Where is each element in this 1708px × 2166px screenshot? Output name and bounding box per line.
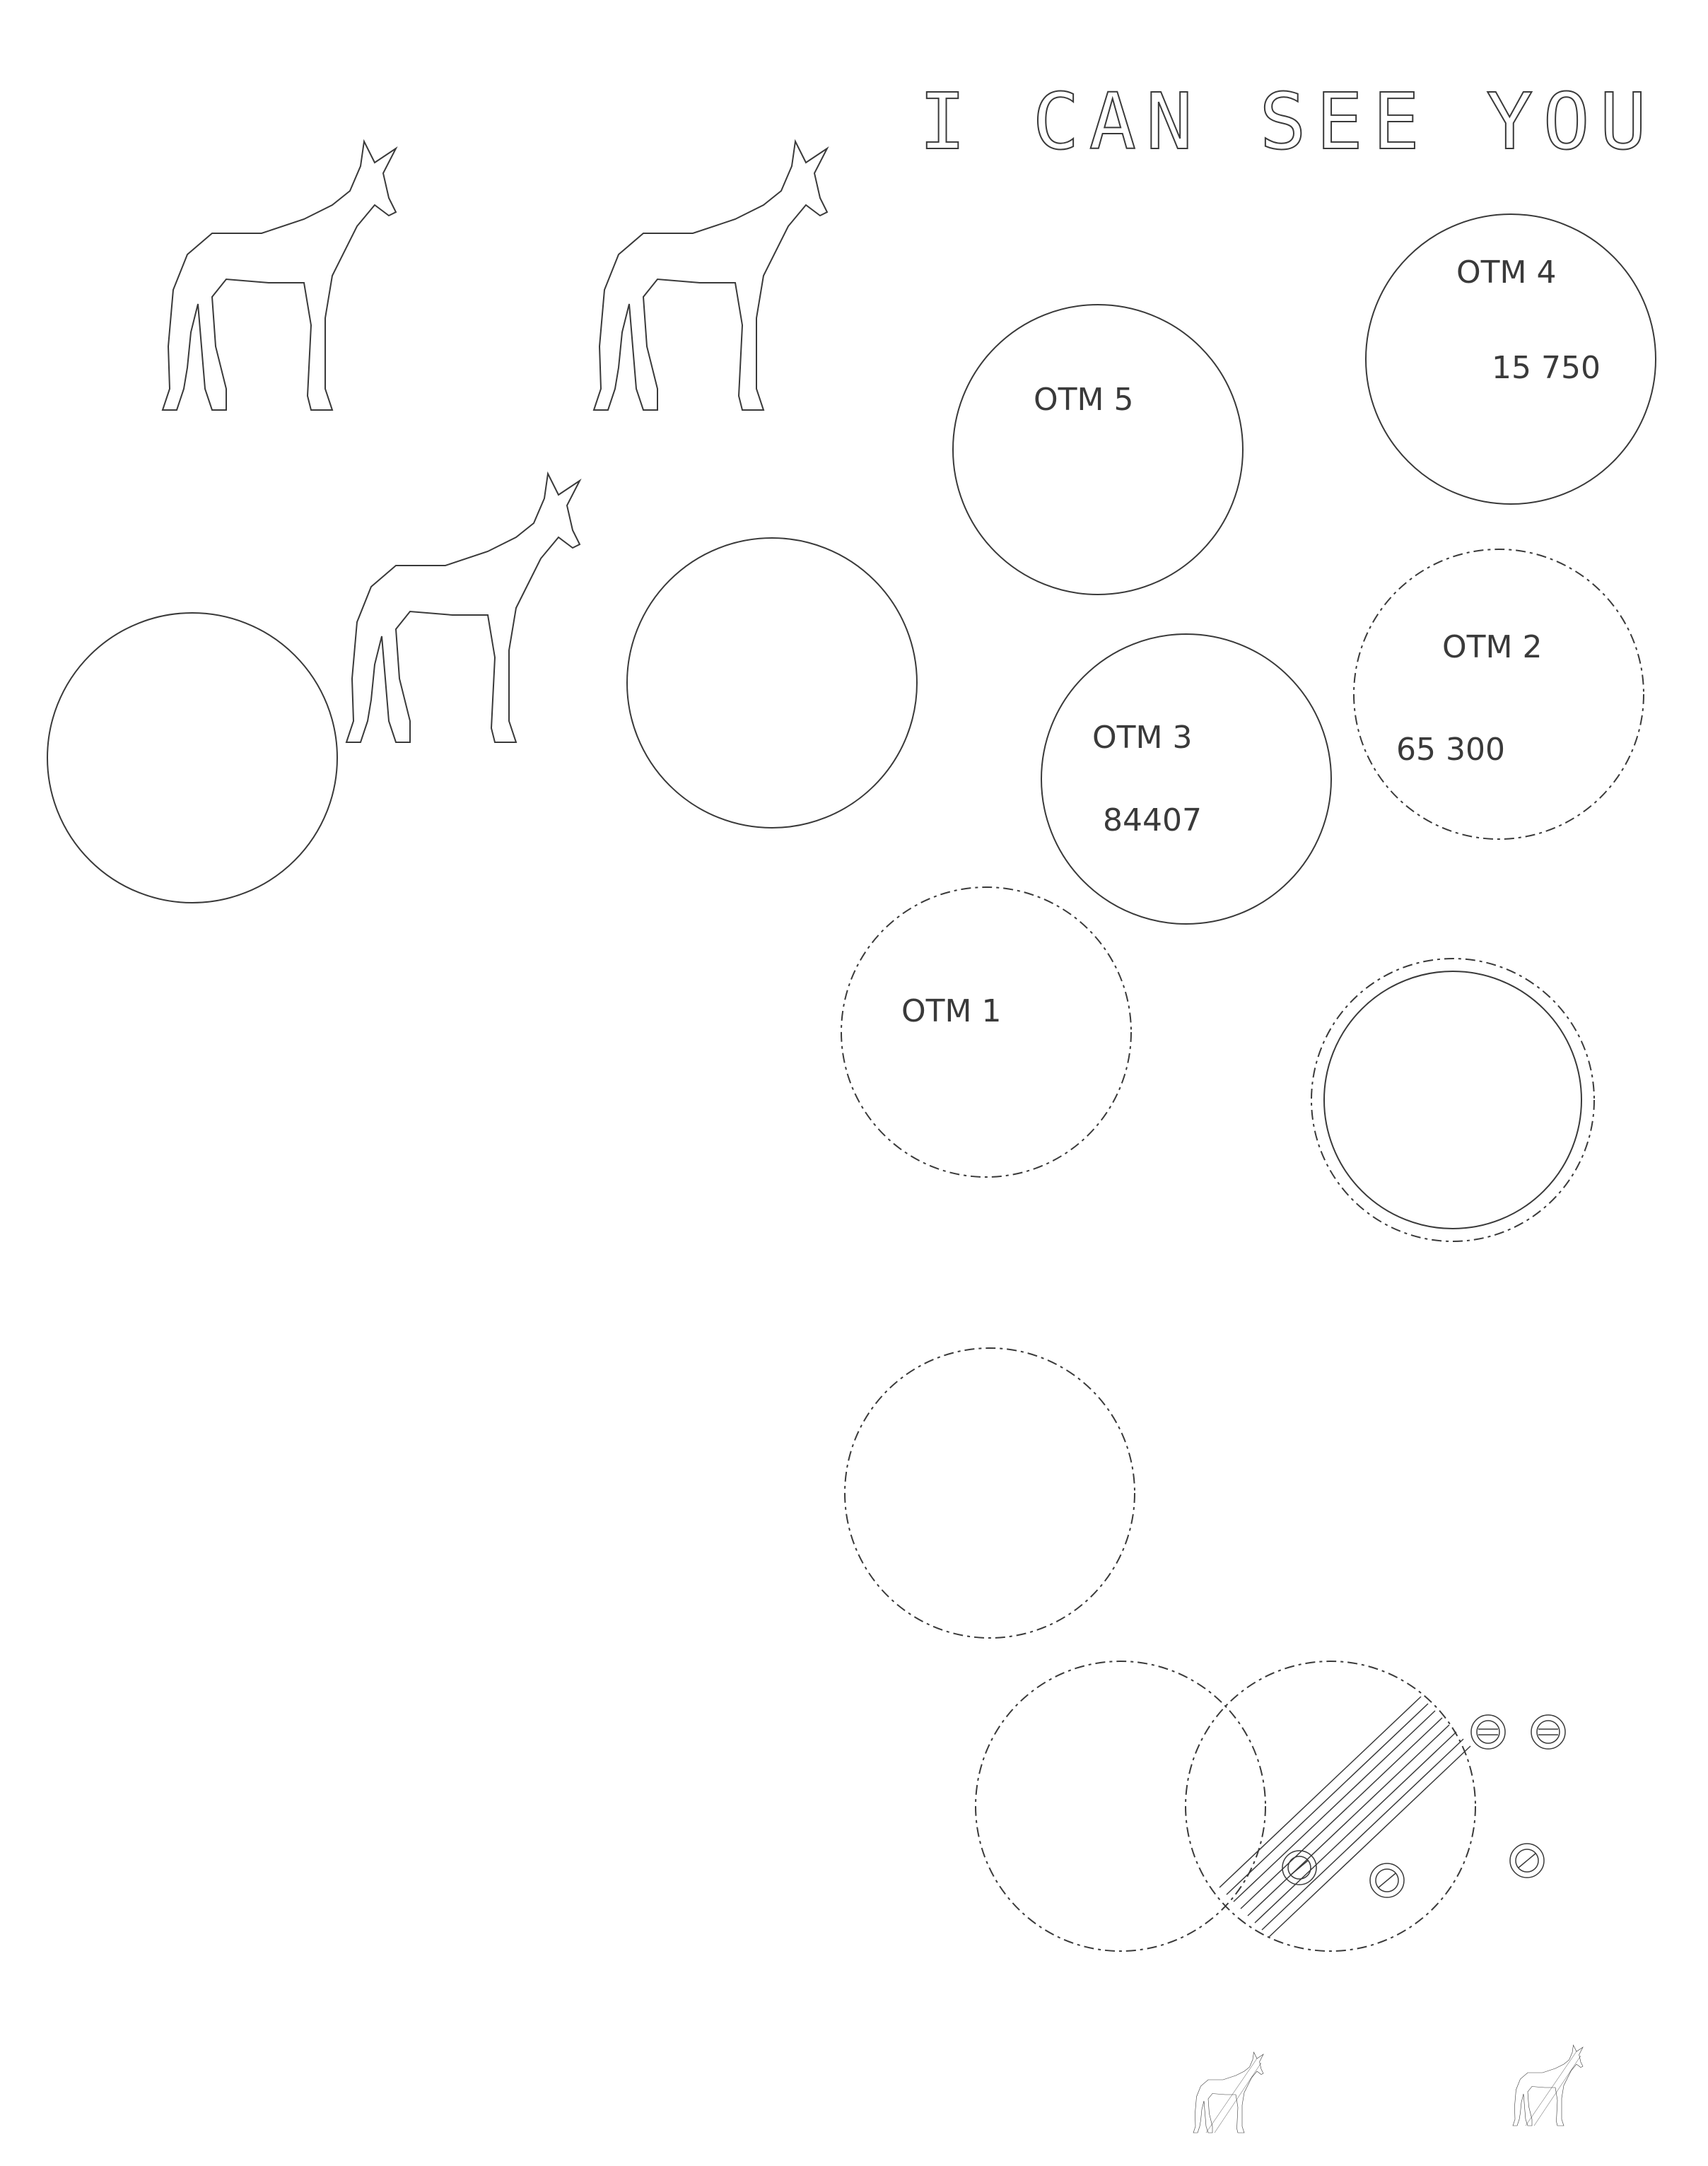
circle-icon [844, 1347, 1135, 1639]
double-circle-icon [1311, 958, 1595, 1242]
otm2-label: OTM 2 [1442, 629, 1542, 665]
otm3-value: 84407 [1103, 802, 1202, 838]
overlapping-circles [975, 1661, 1476, 1952]
striped-circle-icon [1509, 1843, 1545, 1878]
otm5-label: OTM 5 [1034, 382, 1133, 418]
donkey-icon [162, 141, 397, 411]
donkey-icon [593, 141, 828, 411]
otm4-value: 15 750 [1492, 350, 1601, 386]
hatch-lines [1219, 1696, 1471, 1938]
donkey-icon [346, 473, 580, 743]
otm2-value: 65 300 [1396, 732, 1505, 768]
otm1-circle: OTM 1 [841, 886, 1132, 1178]
otm4-circle: OTM 4 15 750 [1365, 213, 1656, 505]
otm3-circle: OTM 3 84407 [1041, 633, 1332, 925]
striped-circle-icon [1531, 1714, 1566, 1750]
otm4-label: OTM 4 [1456, 254, 1556, 291]
banner-title: I CAN SEE YOU [919, 76, 1656, 167]
circle-icon [47, 612, 338, 903]
otm2-circle: OTM 2 65 300 [1353, 549, 1644, 840]
otm3-label: OTM 3 [1092, 720, 1192, 756]
donkey-icon [1193, 2051, 1264, 2133]
otm5-circle: OTM 5 [952, 304, 1244, 595]
striped-circle-icon [1369, 1863, 1405, 1898]
circle-icon [626, 537, 918, 829]
striped-circle-icon [1282, 1850, 1317, 1885]
donkey-icon [1512, 2044, 1584, 2126]
otm1-label: OTM 1 [901, 993, 1001, 1029]
striped-circle-icon [1470, 1714, 1506, 1750]
